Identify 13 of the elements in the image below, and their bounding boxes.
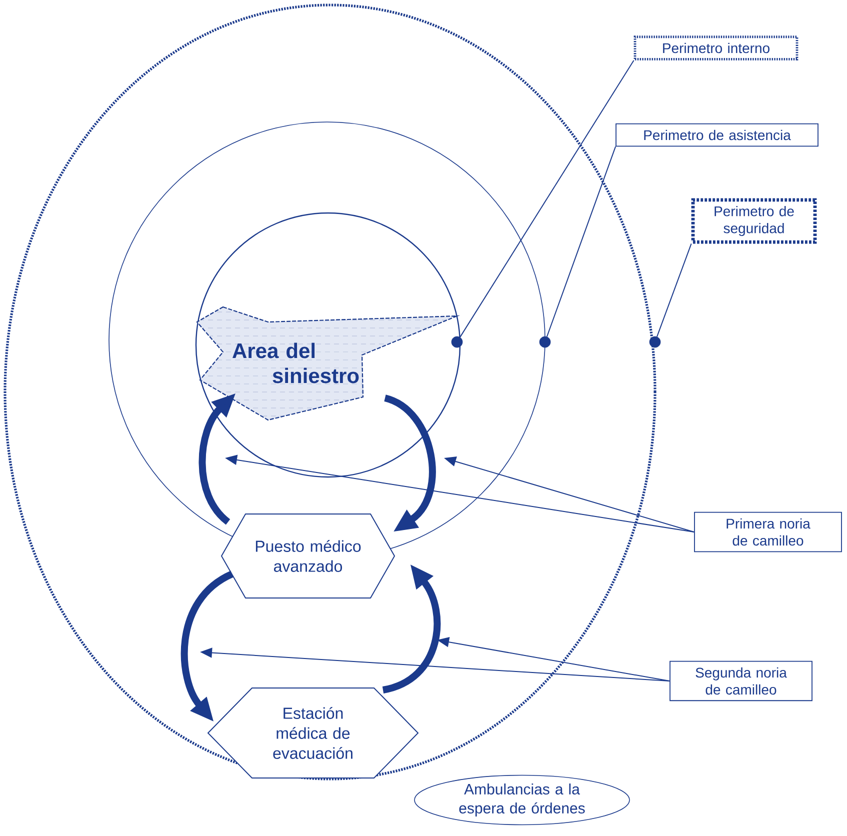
label-box: Perimetro interno [634,36,798,60]
leader-line [546,146,616,338]
label-box: Perimetro de asistencia [616,123,818,147]
leader-line [460,60,634,338]
perimeter-marker-dot [649,336,661,348]
label-box: Segunda noria de camilleo [670,660,812,702]
incident-area: Area del siniestro [196,306,460,421]
perimeter-marker-dot [539,336,551,348]
ellipse-box: Ambulancias a la espera de órdenes [414,774,630,826]
perimeter-marker-dot [451,336,463,348]
leader-line [656,243,692,338]
label-box: Perimetro de seguridad [691,198,817,244]
label-box: Primera noria de camilleo [694,512,842,552]
